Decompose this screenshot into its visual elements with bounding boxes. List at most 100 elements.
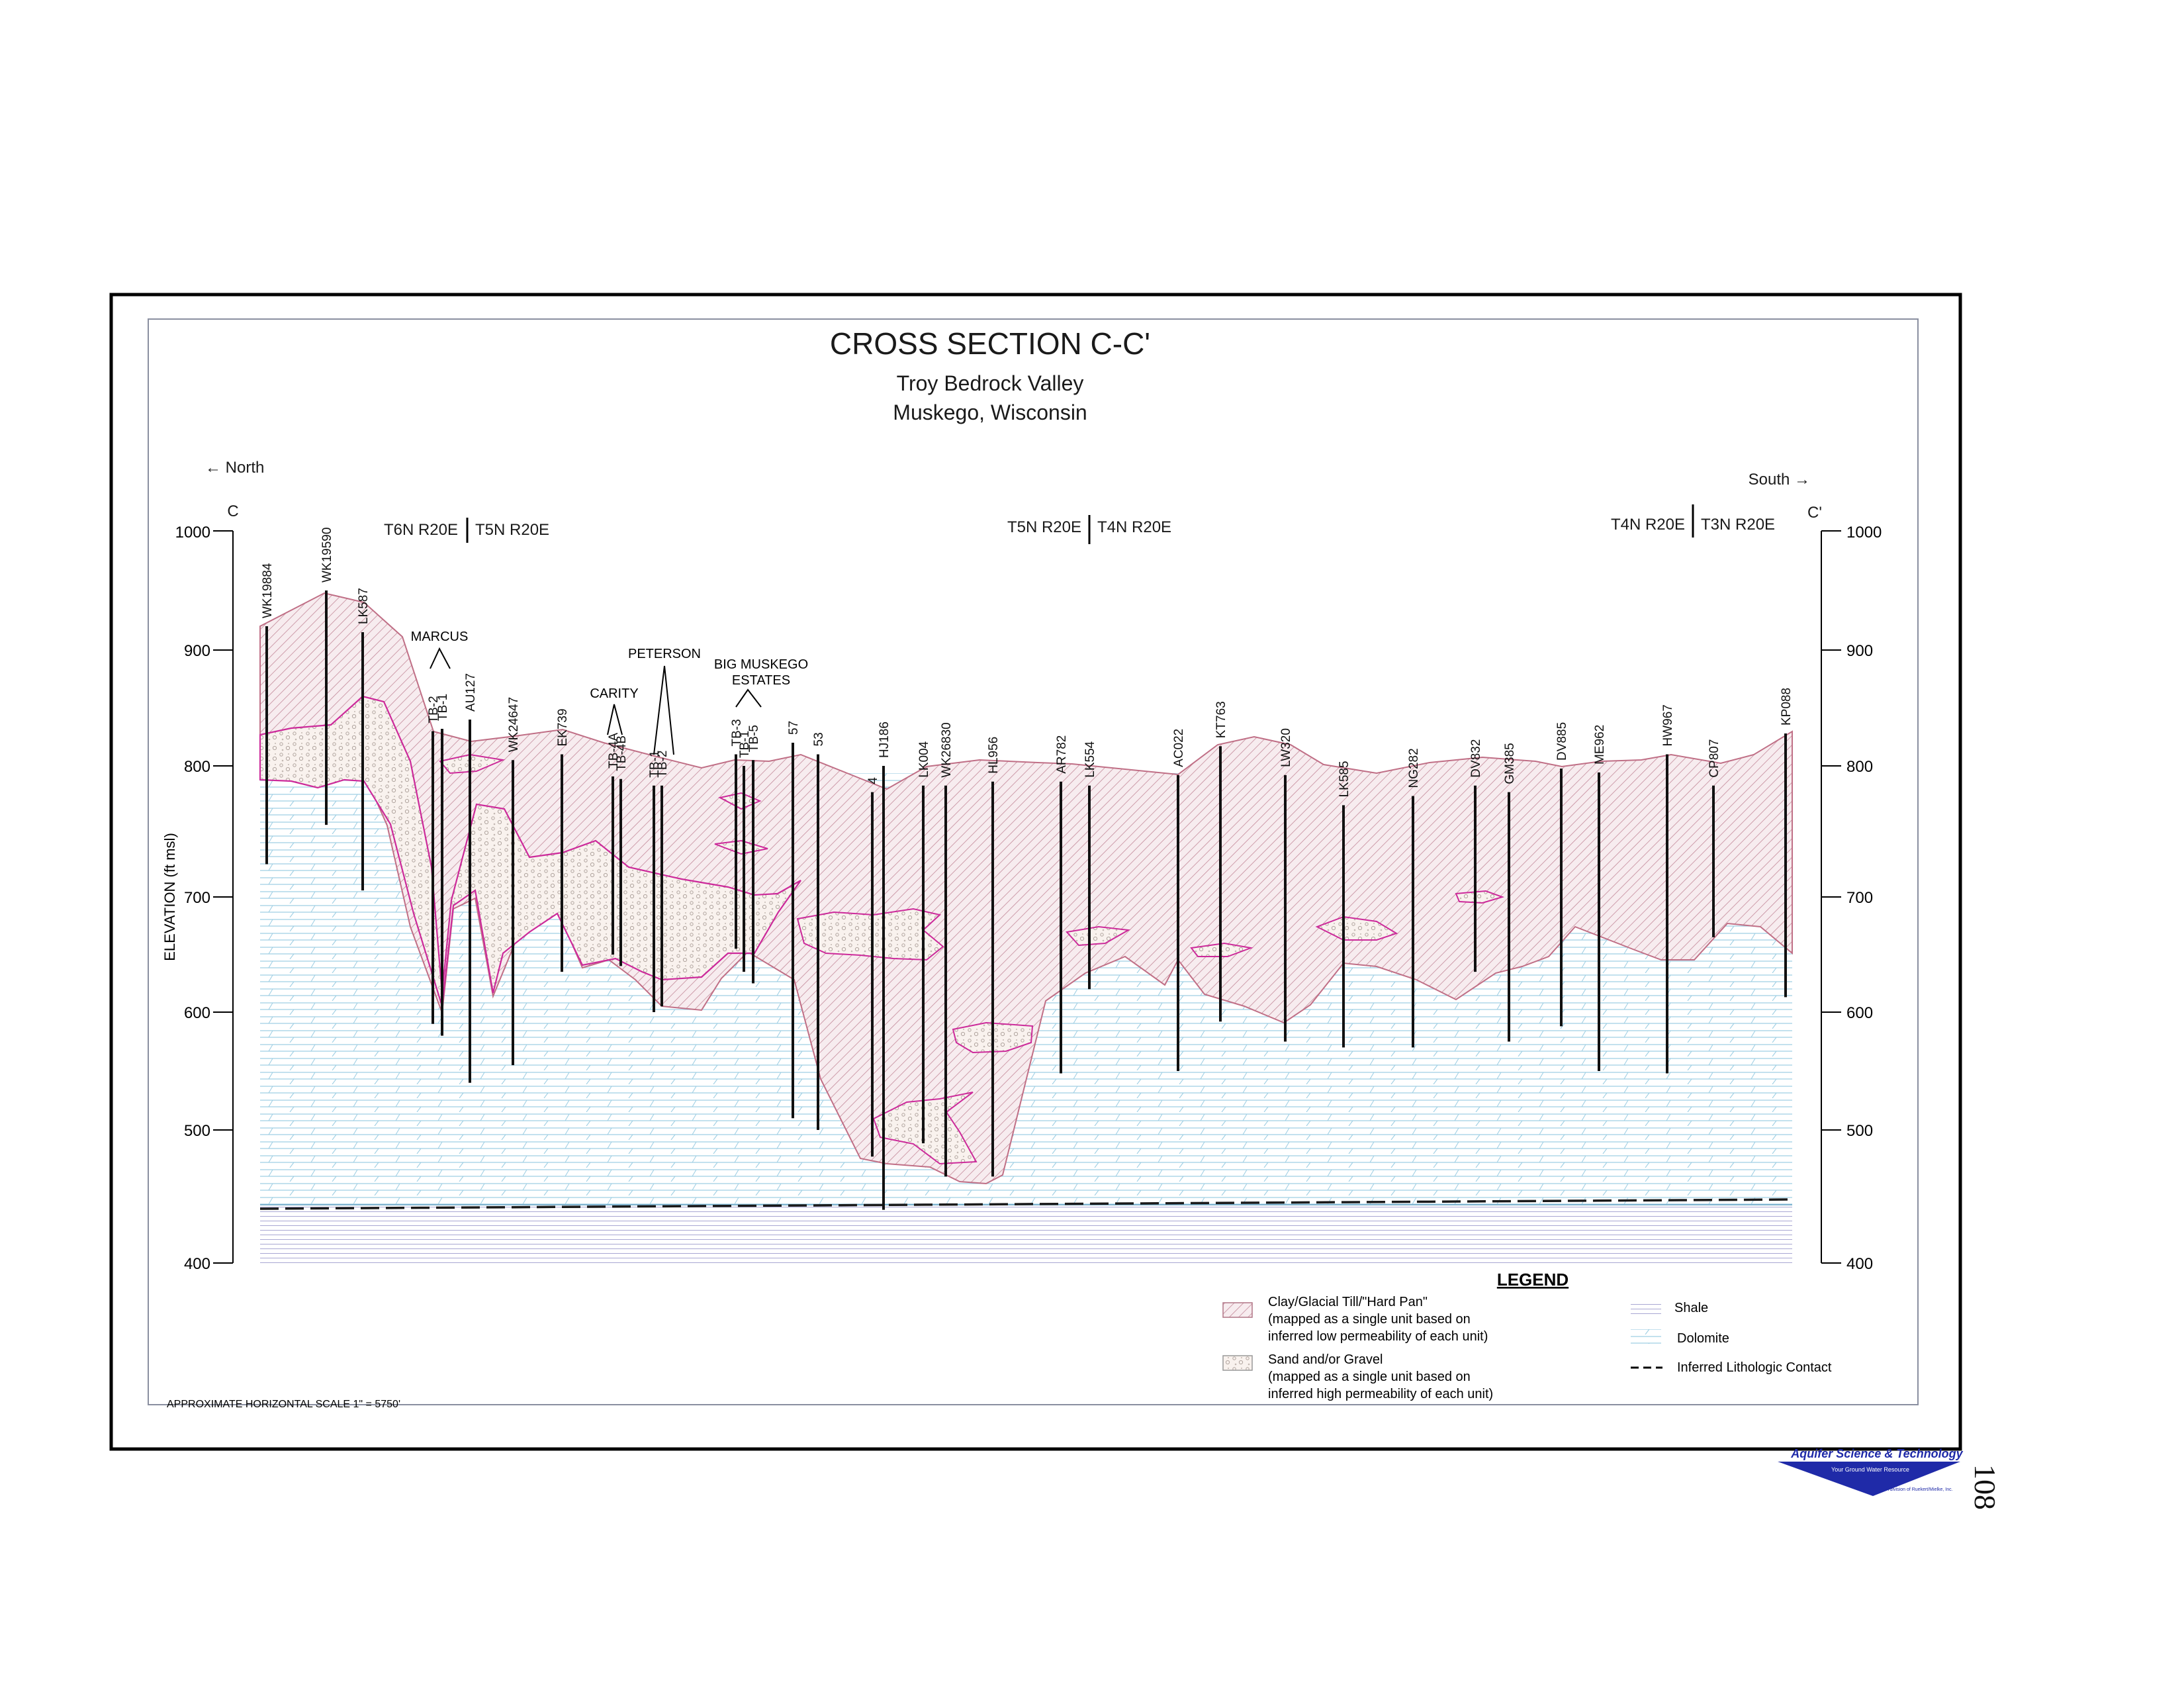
- legend-heading: LEGEND: [1497, 1270, 1569, 1289]
- section-subtitle-city: Muskego, Wisconsin: [893, 400, 1087, 424]
- logo-triangle-icon: [1778, 1462, 1960, 1496]
- south-direction-label: South →: [1749, 471, 1810, 489]
- well-id-label: HJ186: [878, 722, 891, 758]
- inner-frame: [148, 318, 1919, 1405]
- right-elevation-axis: 1000 900 800 700 600 500 400: [1821, 524, 1882, 1273]
- aquifer-science-logo: Aquifer Science & Technology Your Ground…: [1778, 1447, 1964, 1496]
- township-label: T5N R20E: [475, 521, 549, 539]
- well-id-label: LK004: [917, 741, 931, 777]
- well-group-label-big-muskego: BIG MUSKEGO: [714, 657, 808, 672]
- legend-swatch-clay: [1222, 1302, 1253, 1318]
- y-tick-label: 600: [1846, 1004, 1873, 1022]
- well-id-label: WK24647: [507, 697, 521, 752]
- y-tick-label: 700: [1846, 889, 1873, 907]
- well-group-label-marcus: MARCUS: [411, 630, 469, 644]
- well-id-label: TB-3: [730, 719, 744, 746]
- legend-contact-label: Inferred Lithologic Contact: [1677, 1360, 1832, 1375]
- y-tick-label: 500: [184, 1122, 210, 1140]
- township-boundary-2: T5N R20E T4N R20E: [1007, 515, 1171, 544]
- y-axis-title: ELEVATION (ft msl): [161, 833, 178, 961]
- y-tick-label: 600: [184, 1004, 210, 1022]
- well-id-label: TB-2: [656, 751, 670, 778]
- well-id-label: 4: [866, 777, 880, 784]
- shale-layer: [260, 1205, 1792, 1263]
- well-id-label: TB-4B: [615, 735, 629, 771]
- township-label: T4N R20E: [1097, 518, 1171, 536]
- inferred-lithologic-contact: [259, 1198, 1793, 1210]
- sand-gravel-lens: [872, 1092, 978, 1165]
- page-number: 108: [1968, 1464, 2002, 1510]
- township-label: T3N R20E: [1701, 516, 1775, 534]
- township-label: T5N R20E: [1007, 518, 1081, 536]
- township-boundary-3: T4N R20E T3N R20E: [1611, 504, 1775, 538]
- legend: LEGEND Clay/Glacial Till/"Hard Pan" (map…: [1222, 1270, 1832, 1401]
- well-id-label: EK739: [556, 708, 570, 746]
- well-id-label: HW967: [1661, 704, 1675, 746]
- y-tick-label: 500: [1846, 1122, 1873, 1140]
- well-id-label: 57: [787, 721, 801, 735]
- y-tick-label: 400: [184, 1255, 210, 1273]
- section-end-right: C': [1807, 504, 1822, 522]
- horizontal-scale-note: APPROXIMATE HORIZONTAL SCALE 1" = 5750': [167, 1399, 400, 1410]
- logo-name: Aquifer Science & Technology: [1790, 1447, 1963, 1460]
- legend-sand-label: Sand and/or Gravel: [1268, 1352, 1383, 1367]
- sand-gravel-lens: [439, 753, 506, 774]
- well-id-label: LK585: [1338, 761, 1351, 797]
- well-id-label: CP807: [1707, 739, 1721, 778]
- legend-swatch-shale: [1631, 1300, 1661, 1315]
- well-id-label: TB-1: [436, 694, 450, 721]
- well-id-label: LK554: [1083, 741, 1097, 777]
- legend-sand-note: (mapped as a single unit based on: [1268, 1370, 1471, 1384]
- well-id-label: TB-5: [747, 725, 761, 752]
- clay-till-unit: [259, 592, 1793, 1185]
- well-id-label: GM385: [1503, 743, 1517, 784]
- y-tick-label: 1000: [1846, 524, 1882, 541]
- well-id-label: LW320: [1279, 728, 1293, 767]
- well-id-label: TB-4A: [607, 733, 621, 769]
- well-id-label: TB-2: [427, 696, 441, 723]
- legend-clay-note: (mapped as a single unit based on: [1268, 1312, 1471, 1327]
- well-id-label: DV885: [1555, 722, 1569, 761]
- well-id-label: WK19590: [320, 528, 334, 583]
- well-id-label: KT763: [1214, 701, 1228, 738]
- y-tick-label: 700: [184, 889, 210, 907]
- well-id-label: AC022: [1172, 729, 1186, 767]
- well-id-label: TB-1: [648, 751, 662, 778]
- township-boundary-1: T6N R20E T5N R20E: [384, 518, 549, 543]
- legend-swatch-sand: [1222, 1355, 1253, 1371]
- section-end-left: C: [227, 502, 238, 520]
- well-id-label: HL956: [987, 737, 1001, 774]
- sand-gravel-lens: [718, 792, 762, 810]
- well-id-label: TB-1: [738, 731, 752, 758]
- well-group-labels: MARCUS CARITY PETERSON BIG MUSKEGO ESTAT…: [411, 630, 808, 755]
- left-elevation-axis: 1000 900 800 700 600 500 400 ELEVATION (…: [161, 524, 234, 1273]
- well-id-label: LK587: [357, 588, 371, 624]
- sand-gravel-lens: [1066, 925, 1131, 947]
- y-tick-label: 800: [184, 758, 210, 776]
- well-id-label: AR782: [1055, 735, 1069, 774]
- y-tick-label: 900: [184, 642, 210, 660]
- legend-clay-note: inferred low permeability of each unit): [1268, 1329, 1488, 1344]
- logo-subtitle: A division of Ruekert/Mielke, Inc.: [1886, 1487, 1952, 1492]
- legend-shale-label: Shale: [1674, 1301, 1708, 1315]
- well-group-label-estates: ESTATES: [732, 673, 790, 688]
- logo-tagline: Your Ground Water Resource: [1831, 1466, 1909, 1473]
- well-id-label: ME962: [1593, 725, 1607, 765]
- legend-clay-label: Clay/Glacial Till/"Hard Pan": [1268, 1295, 1428, 1309]
- legend-swatch-dolomite: [1631, 1329, 1661, 1344]
- well-id-label: WK26830: [940, 722, 954, 777]
- sand-gravel-lens: [1455, 890, 1505, 904]
- legend-sand-note: inferred high permeability of each unit): [1268, 1387, 1493, 1401]
- well-id-label: 53: [812, 732, 826, 746]
- well-id-label: AU127: [464, 673, 478, 712]
- north-direction-label: ← North: [205, 459, 264, 477]
- well-id-label: KP088: [1780, 688, 1794, 726]
- township-label: T6N R20E: [384, 521, 458, 539]
- well-id-label: WK19884: [261, 563, 275, 618]
- y-tick-label: 1000: [175, 524, 210, 541]
- geologic-profile: [259, 592, 1793, 1263]
- well-id-label: NG282: [1407, 748, 1421, 788]
- y-tick-label: 900: [1846, 642, 1873, 660]
- legend-dolomite-label: Dolomite: [1677, 1331, 1729, 1346]
